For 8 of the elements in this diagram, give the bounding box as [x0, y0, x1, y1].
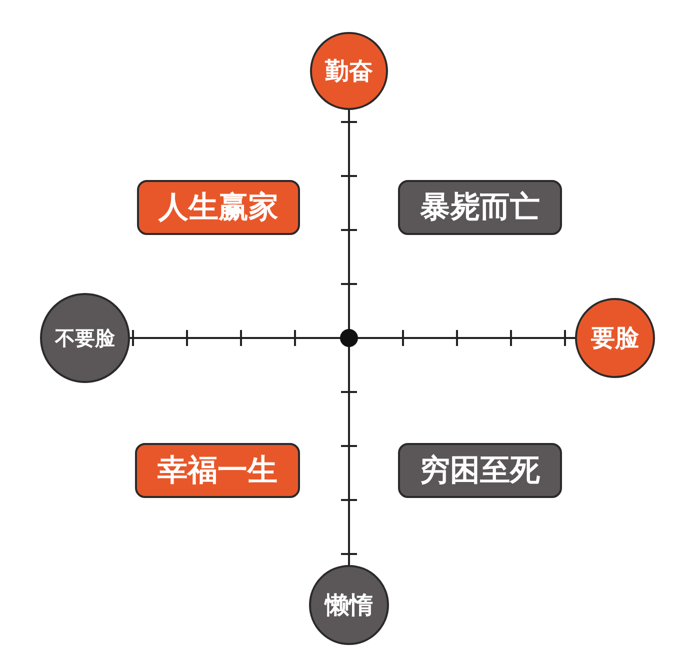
quadrant-label-box: 穷困至死 — [398, 443, 562, 498]
quadrant-label-box: 人生赢家 — [137, 180, 300, 235]
axis-end-circle: 要脸 — [575, 298, 655, 378]
axis-end-circle: 不要脸 — [40, 293, 130, 383]
axis-end-circle: 懒惰 — [309, 565, 389, 645]
quadrant-label-box: 幸福一生 — [135, 443, 300, 498]
quadrant-label-box: 暴毙而亡 — [398, 180, 562, 235]
axis-end-circle: 勤奋 — [310, 32, 388, 110]
